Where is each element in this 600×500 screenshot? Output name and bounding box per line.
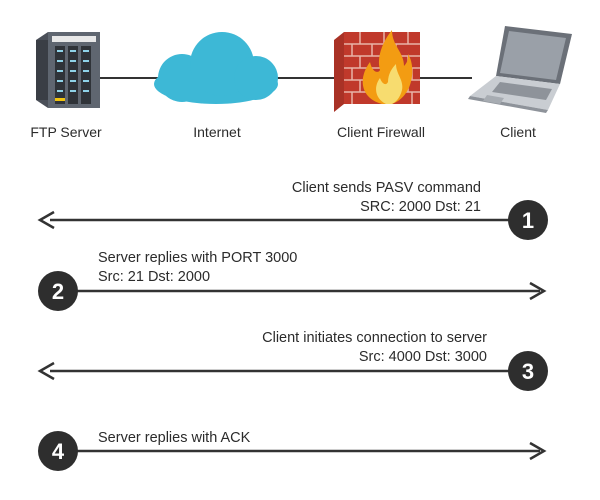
step-1-line2: SRC: 2000 Dst: 21 bbox=[360, 199, 481, 215]
laptop-icon bbox=[468, 26, 572, 113]
step-3-arrow bbox=[37, 361, 510, 381]
step-2-arrow bbox=[75, 281, 547, 301]
step-1-description: Client sends PASV command SRC: 2000 Dst:… bbox=[292, 179, 481, 217]
step-1-number: 1 bbox=[522, 208, 534, 233]
step-3-line1: Client initiates connection to server bbox=[262, 330, 487, 346]
step-4-number: 4 bbox=[52, 439, 65, 464]
step-2-number: 2 bbox=[52, 279, 64, 304]
step-4-line1: Server replies with ACK bbox=[98, 430, 251, 446]
step-4-arrow bbox=[75, 441, 547, 461]
step-1-line1: Client sends PASV command bbox=[291, 180, 481, 196]
client-firewall-label: Client Firewall bbox=[337, 124, 425, 140]
step-2-badge: 2 bbox=[38, 271, 78, 311]
step-2-line2: Src: 21 Dst: 2000 bbox=[98, 269, 211, 285]
step-2-description: Server replies with PORT 3000 Src: 21 Ds… bbox=[98, 249, 297, 287]
step-1-badge: 1 bbox=[508, 200, 548, 240]
step-3-number: 3 bbox=[522, 359, 534, 384]
client-label: Client bbox=[500, 124, 536, 140]
firewall-icon bbox=[334, 30, 420, 112]
ftp-server-label: FTP Server bbox=[30, 124, 102, 140]
step-2-line1: Server replies with PORT 3000 bbox=[98, 250, 298, 266]
step-4-description: Server replies with ACK bbox=[98, 429, 250, 448]
cloud-icon bbox=[154, 32, 278, 104]
step-3-badge: 3 bbox=[508, 351, 548, 391]
step-3-description: Client initiates connection to server Sr… bbox=[262, 329, 487, 367]
step-1-arrow bbox=[37, 210, 510, 230]
step-3-line2: Src: 4000 Dst: 3000 bbox=[358, 349, 487, 365]
ftp-server-icon bbox=[36, 32, 100, 108]
internet-label: Internet bbox=[193, 124, 241, 140]
step-4-badge: 4 bbox=[38, 431, 78, 471]
